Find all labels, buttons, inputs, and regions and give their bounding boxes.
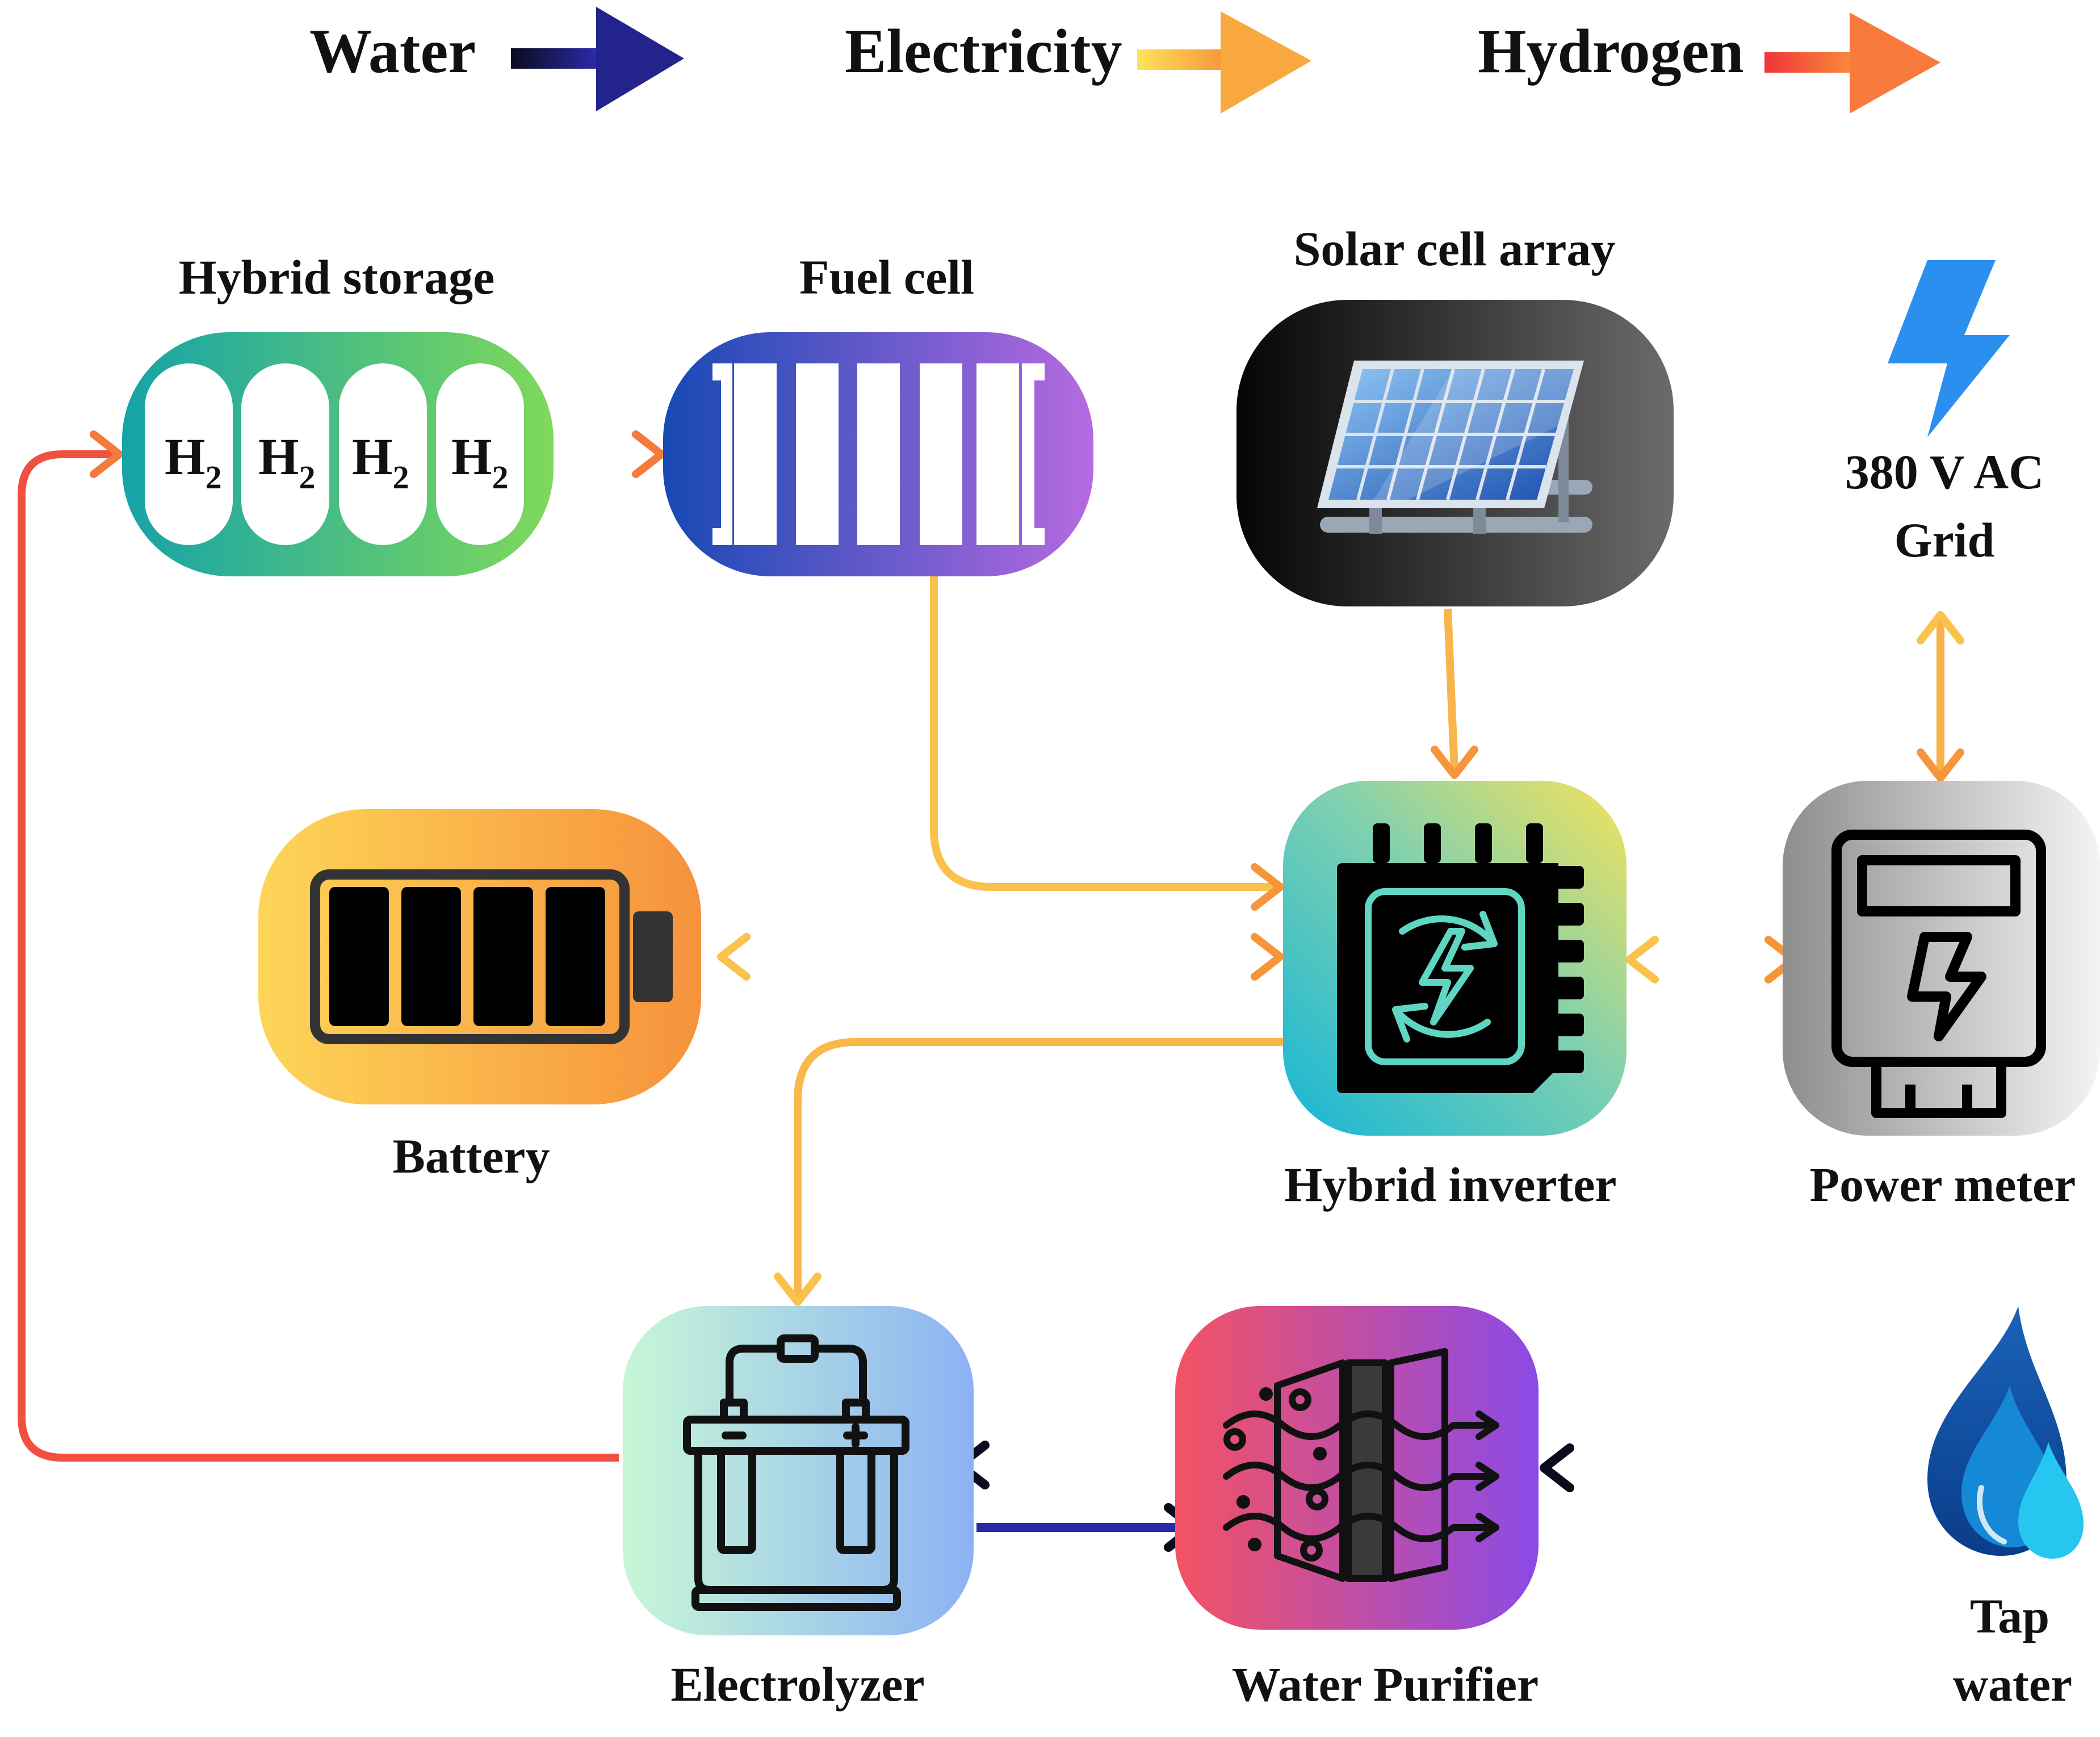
battery-icon [310,869,673,1044]
solar-array-label: Solar cell array [1294,221,1616,276]
legend-water-arrow [511,7,684,111]
tap-water-label: water [1953,1657,2072,1711]
svg-text:H2: H2 [451,428,509,496]
legend-electricity-arrow [1137,11,1311,114]
electricity-line-inverter-to-electrolyzer [794,1038,1289,1300]
water-drop-icon [1927,1306,2084,1559]
h2-cell-4: H2 [436,363,524,545]
legend-electricity-label: Electricity [845,16,1122,86]
h2-cell-3: H2 [339,363,427,545]
hybrid-storage-label: Hybrid storage [179,250,495,304]
hybrid-inverter-node: Hybrid inverter [1283,781,1627,1212]
svg-text:H2: H2 [352,428,409,496]
power-meter-label: Power meter [1810,1157,2076,1212]
grid-label: Grid [1894,513,1995,567]
solar-panel-icon [1317,361,1592,534]
electricity-line-fuelcell-to-inverter [930,576,1277,891]
battery-label: Battery [393,1129,550,1183]
hybrid-storage-node: Hybrid storage H2 H2 H2 H2 [122,250,554,576]
lightning-bolt-icon [1888,260,2010,437]
hydrogen-line-electrolyzer-to-storage [18,450,619,1462]
battery-node: Battery [258,809,701,1183]
grid-voltage-label: 380 V AC [1845,445,2044,499]
electrolyzer-node: Electrolyzer [623,1306,974,1711]
svg-text:H2: H2 [258,428,316,496]
electrolyzer-icon [683,1334,909,1611]
tap-label: Tap [1970,1589,2049,1643]
legend-water-label: Water [309,16,476,86]
water-filter-icon [1223,1348,1499,1582]
legend-hydrogen-arrow [1764,12,1940,114]
electricity-line-solar-to-inverter [1444,608,1458,773]
fuel-cell-node: Fuel cell [663,250,1093,576]
legend-hydrogen-label: Hydrogen [1478,16,1744,86]
grid-node: 380 V AC Grid [1845,260,2044,567]
svg-text:H2: H2 [165,428,222,496]
solar-array-node: Solar cell array [1236,221,1674,606]
fuel-cell-stack-icon [712,363,1045,545]
tap-water-node: Tap water [1927,1306,2084,1711]
water-purifier-label: Water Purifier [1232,1657,1539,1711]
electrolyzer-label: Electrolyzer [670,1657,924,1711]
legend: Water Electricity Hydrogen [309,7,1940,114]
h2-cell-2: H2 [241,363,329,545]
chip-icon [1337,823,1584,1093]
power-meter-node: Power meter [1783,781,2100,1212]
water-purifier-node: Water Purifier [1175,1306,1539,1711]
hybrid-inverter-label: Hybrid inverter [1284,1157,1616,1212]
fuel-cell-label: Fuel cell [799,250,974,304]
h2-cell-1: H2 [145,363,233,545]
power-meter-icon [1831,830,2046,1118]
